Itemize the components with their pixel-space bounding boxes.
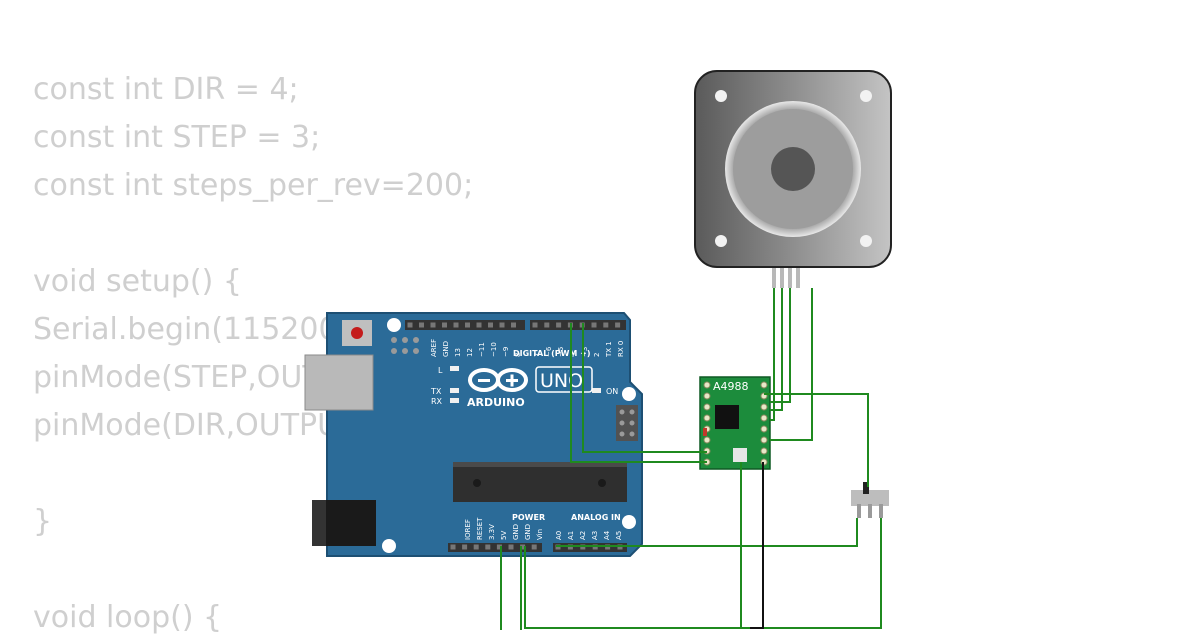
wire-vmot — [764, 393, 869, 487]
top-pin-label: ~9 — [502, 347, 510, 357]
top-pin-label: ~5 — [557, 347, 565, 357]
header-pin[interactable] — [473, 544, 479, 550]
bottom-pin-label: 5V — [500, 531, 508, 540]
bottom-pin-label: A3 — [591, 531, 599, 540]
a4988-driver[interactable]: A4988 — [699, 376, 771, 470]
header-pin[interactable] — [485, 544, 491, 550]
led-tx-label: TX — [430, 387, 442, 396]
bottom-pin-label: RESET — [476, 517, 484, 540]
header-pin[interactable] — [430, 322, 436, 328]
on-label: ON — [606, 387, 618, 396]
uno-model-label: UNO — [540, 370, 583, 392]
header-pin[interactable] — [442, 322, 447, 328]
top-pin-label: TX 1 — [605, 341, 613, 358]
arduino-infinity-logo — [468, 368, 528, 392]
code-line: } — [33, 504, 53, 539]
header-pin[interactable] — [531, 544, 537, 550]
bottom-pin-label: GND — [512, 524, 520, 540]
atmega-chip — [453, 462, 627, 502]
bottom-pin-label: A2 — [579, 531, 587, 540]
header-pin[interactable] — [419, 322, 424, 328]
bottom-pin-label: IOREF — [464, 519, 472, 540]
header-pin[interactable] — [488, 322, 493, 328]
top-pin-label: RX 0 — [617, 341, 625, 357]
power-header — [448, 543, 542, 552]
code-line: const int steps_per_rev=200; — [33, 168, 474, 203]
top-pin-label: 12 — [466, 348, 474, 357]
bottom-pin-label: A0 — [555, 531, 563, 540]
header-pin[interactable] — [615, 322, 621, 328]
wire-motor-3 — [770, 288, 791, 403]
header-pin[interactable] — [450, 544, 456, 550]
wire-motor-2 — [770, 288, 783, 411]
led-rx-label: RX — [431, 397, 443, 406]
wires — [500, 288, 882, 630]
bottom-pin-label: 3.3V — [488, 524, 496, 540]
code-line: void loop() { — [33, 600, 223, 635]
top-header-right — [530, 320, 626, 330]
header-pin[interactable] — [508, 544, 514, 550]
header-pin[interactable] — [591, 322, 597, 328]
top-pin-label: ~6 — [545, 346, 553, 357]
header-pin[interactable] — [520, 544, 526, 550]
top-pin-label: ~3 — [581, 347, 589, 357]
slide-switch[interactable] — [851, 482, 889, 518]
code-line: Serial.begin(115200); — [33, 312, 360, 347]
header-pin[interactable] — [544, 322, 550, 328]
code-line: pinMode(DIR,OUTPUT); — [33, 408, 380, 443]
bottom-pin-label: GND — [524, 524, 532, 540]
header-pin[interactable] — [499, 322, 505, 328]
header-pin[interactable] — [462, 544, 468, 550]
top-pin-label: 7 — [533, 353, 541, 357]
header-pin[interactable] — [511, 322, 516, 328]
header-pin[interactable] — [496, 544, 502, 550]
top-pin-label: AREF — [430, 339, 438, 357]
power-label: POWER — [512, 513, 545, 522]
top-pin-label: 2 — [593, 353, 601, 357]
wire-motor-4 — [770, 288, 813, 441]
header-pin[interactable] — [407, 322, 413, 328]
header-pin[interactable] — [453, 322, 459, 328]
bottom-pin-label: A5 — [615, 531, 623, 540]
header-pin[interactable] — [603, 322, 609, 328]
top-pin-label: 4 — [569, 352, 577, 357]
usb-connector — [304, 354, 374, 411]
top-pin-label: 8 — [514, 353, 522, 357]
a4988-label: A4988 — [713, 380, 749, 393]
led-l-label: L — [438, 366, 443, 375]
header-pin[interactable] — [556, 322, 562, 328]
digital-label: DIGITAL (PWM ~) — [513, 349, 591, 358]
analog-header — [553, 543, 627, 552]
top-pin-label: ~11 — [478, 342, 486, 357]
wire-switch-gnd — [524, 518, 882, 629]
stepper-motor[interactable] — [694, 70, 892, 288]
top-pin-label: GND — [442, 341, 450, 357]
top-pin-label: ~10 — [490, 342, 498, 357]
bottom-pin-label: A4 — [603, 530, 611, 540]
wire-pin3-dir — [582, 323, 707, 453]
header-pin[interactable] — [532, 322, 538, 328]
bottom-pin-label: Vin — [536, 529, 544, 540]
wire-switch-a0 — [556, 518, 858, 547]
code-line: const int STEP = 3; — [33, 120, 321, 155]
code-line: const int DIR = 4; — [33, 72, 299, 107]
wire-pin4-step — [570, 323, 707, 463]
wire-driver-gnd — [750, 462, 764, 629]
header-pin[interactable] — [465, 322, 470, 328]
code-editor-overlay: const int DIR = 4; const int STEP = 3; con… — [33, 66, 473, 642]
header-pin[interactable] — [476, 322, 482, 328]
wire-motor-1 — [770, 288, 775, 421]
top-pin-label: 13 — [454, 348, 462, 357]
arduino-brand-label: ARDUINO — [467, 396, 525, 409]
analog-in-label: ANALOG IN — [571, 513, 621, 522]
bottom-pin-label: A1 — [567, 531, 575, 540]
arduino-uno-board[interactable]: AREF GND 13 12 ~11 ~10 ~9 8 7 ~6 ~5 4 ~3 2 TX 1 RX 0 DI… — [304, 312, 643, 557]
code-line: void setup() { — [33, 264, 242, 299]
